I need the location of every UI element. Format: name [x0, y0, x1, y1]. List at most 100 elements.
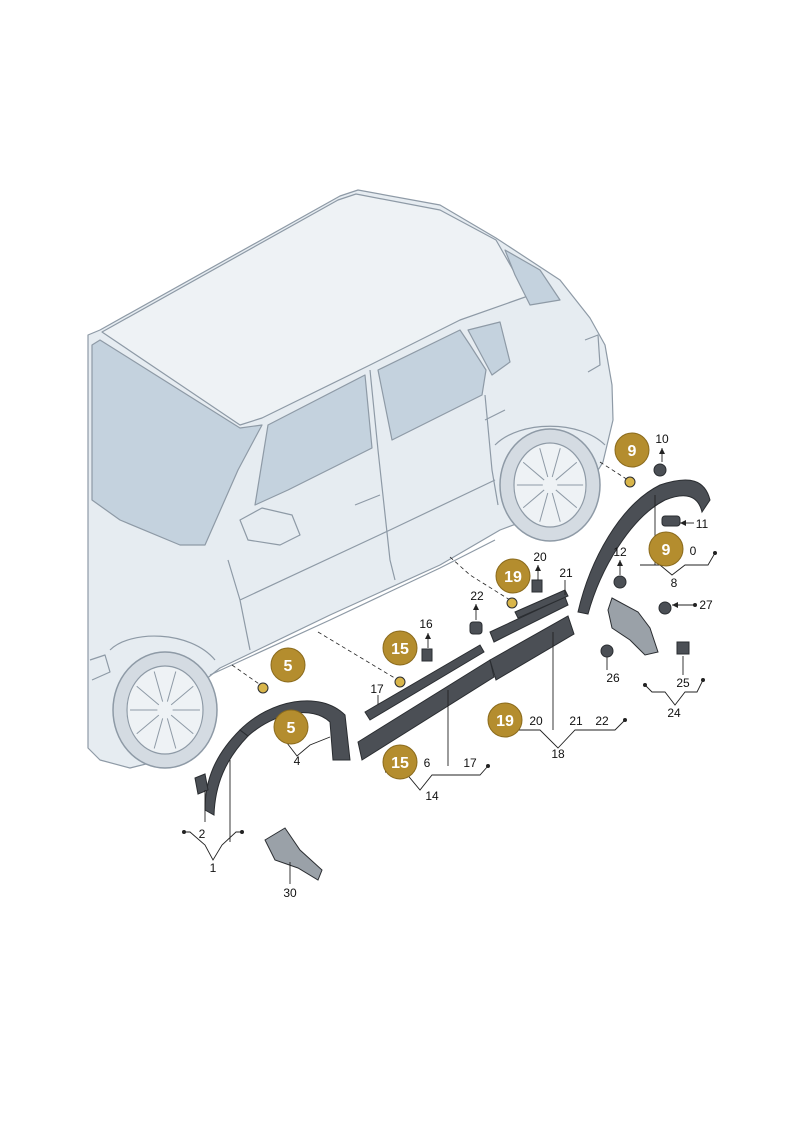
car-front-window	[254, 374, 373, 506]
dashed-leaders	[231, 461, 629, 687]
wheel-spoke	[522, 461, 545, 481]
rear-trim-strip	[514, 589, 569, 619]
car-quarter-window	[467, 321, 511, 376]
clip-22	[469, 621, 483, 635]
wheel-spoke	[153, 718, 164, 749]
car-front-wheel	[112, 651, 218, 769]
fastener-27	[658, 601, 672, 615]
wheel-spoke	[539, 492, 549, 522]
wheel-spoke	[539, 448, 549, 478]
label-17-top: 17	[370, 682, 384, 696]
car-rear-arch	[494, 425, 606, 446]
leader-dots	[182, 551, 717, 834]
car-rear-wheel	[499, 428, 601, 542]
label-20-top: 20	[533, 550, 547, 564]
label-4: 4	[294, 754, 301, 768]
car-illustration	[87, 189, 614, 769]
wheel-spoke	[551, 492, 561, 522]
sill-trim-lower	[357, 659, 495, 761]
front-wheel-arch-trim	[204, 729, 249, 816]
label-20-bottom: 20	[529, 714, 543, 728]
wheel-spoke	[166, 718, 177, 749]
car-door-handles	[354, 409, 506, 506]
label-30: 30	[283, 886, 297, 900]
wheel-spoke	[170, 685, 194, 706]
rear-wheel-arch-trim	[577, 479, 711, 615]
badge-9-top: 9	[614, 432, 650, 468]
car-sill-line	[209, 539, 496, 676]
label-25: 25	[676, 676, 690, 690]
clip-9-part	[624, 476, 636, 488]
fastener-11	[661, 515, 681, 527]
arrow-up-icon	[425, 448, 686, 639]
badge-15-bottom: 15	[382, 744, 418, 780]
car-windshield	[91, 339, 263, 546]
clip-25	[676, 641, 690, 655]
svg-text:5: 5	[287, 720, 296, 737]
label-21-top: 21	[559, 566, 573, 580]
fastener-10	[653, 463, 667, 477]
wheel-spoke	[136, 714, 160, 735]
label-24: 24	[667, 706, 681, 720]
label-12: 12	[613, 545, 627, 559]
badge-5-top: 5	[270, 647, 306, 683]
label-26: 26	[606, 671, 620, 685]
svg-text:15: 15	[391, 641, 409, 658]
clip-15-part	[394, 676, 406, 688]
svg-text:5: 5	[284, 658, 293, 675]
front-arch-extension	[239, 700, 351, 761]
clip-19-part	[506, 597, 518, 609]
wheel-spoke	[166, 671, 177, 702]
label-22-top: 22	[470, 589, 484, 603]
wheel-spoke	[170, 714, 194, 735]
label-10: 10	[655, 432, 669, 446]
badges: 9 9 19 15 5 5 19 15	[270, 432, 684, 780]
label-6: 6	[424, 756, 431, 770]
label-2: 2	[199, 827, 206, 841]
svg-text:19: 19	[496, 713, 514, 730]
label-1: 1	[210, 861, 217, 875]
wheel-spoke	[555, 461, 578, 481]
car-door-lines	[227, 369, 499, 651]
label-0: 0	[690, 544, 697, 558]
badge-15-top: 15	[382, 630, 418, 666]
label-14: 14	[425, 789, 439, 803]
label-11: 11	[696, 517, 709, 531]
label-22-bottom: 22	[595, 714, 609, 728]
car-rear-glass	[504, 249, 561, 306]
svg-text:9: 9	[628, 443, 637, 460]
clip-20	[531, 579, 543, 593]
badge-19-top: 19	[495, 558, 531, 594]
badge-5-bottom: 5	[273, 709, 309, 745]
label-17-bottom: 17	[463, 756, 477, 770]
wheel-spoke	[522, 489, 545, 509]
car-mirror	[239, 507, 301, 546]
badge-19-bottom: 19	[487, 702, 523, 738]
car-taillight	[584, 334, 601, 373]
label-8: 8	[671, 576, 678, 590]
part-number-labels: 1 2 4 30 6 17 14 16 17 20 21 22 20 21 22…	[199, 432, 713, 900]
car-rear-window	[377, 329, 487, 441]
clip-16	[421, 648, 433, 662]
svg-text:9: 9	[662, 542, 671, 559]
wheel-spoke	[555, 489, 578, 509]
rear-bracket	[607, 597, 659, 656]
car-front-arch	[109, 635, 216, 661]
wheel-spoke	[136, 685, 160, 706]
fastener-12	[613, 575, 627, 589]
label-16: 16	[419, 617, 433, 631]
label-18: 18	[551, 747, 565, 761]
clip-5-part	[257, 682, 269, 694]
front-trim-clip	[194, 773, 209, 795]
svg-text:15: 15	[391, 755, 409, 772]
fastener-26	[600, 644, 614, 658]
label-21-bottom: 21	[569, 714, 583, 728]
svg-text:19: 19	[504, 569, 522, 586]
wheel-spoke	[153, 671, 164, 702]
label-27: 27	[699, 598, 713, 612]
mud-flap-bracket	[264, 827, 323, 881]
car-headlight	[89, 654, 111, 681]
wheel-spoke	[551, 448, 561, 478]
badge-9-mid: 9	[648, 531, 684, 567]
